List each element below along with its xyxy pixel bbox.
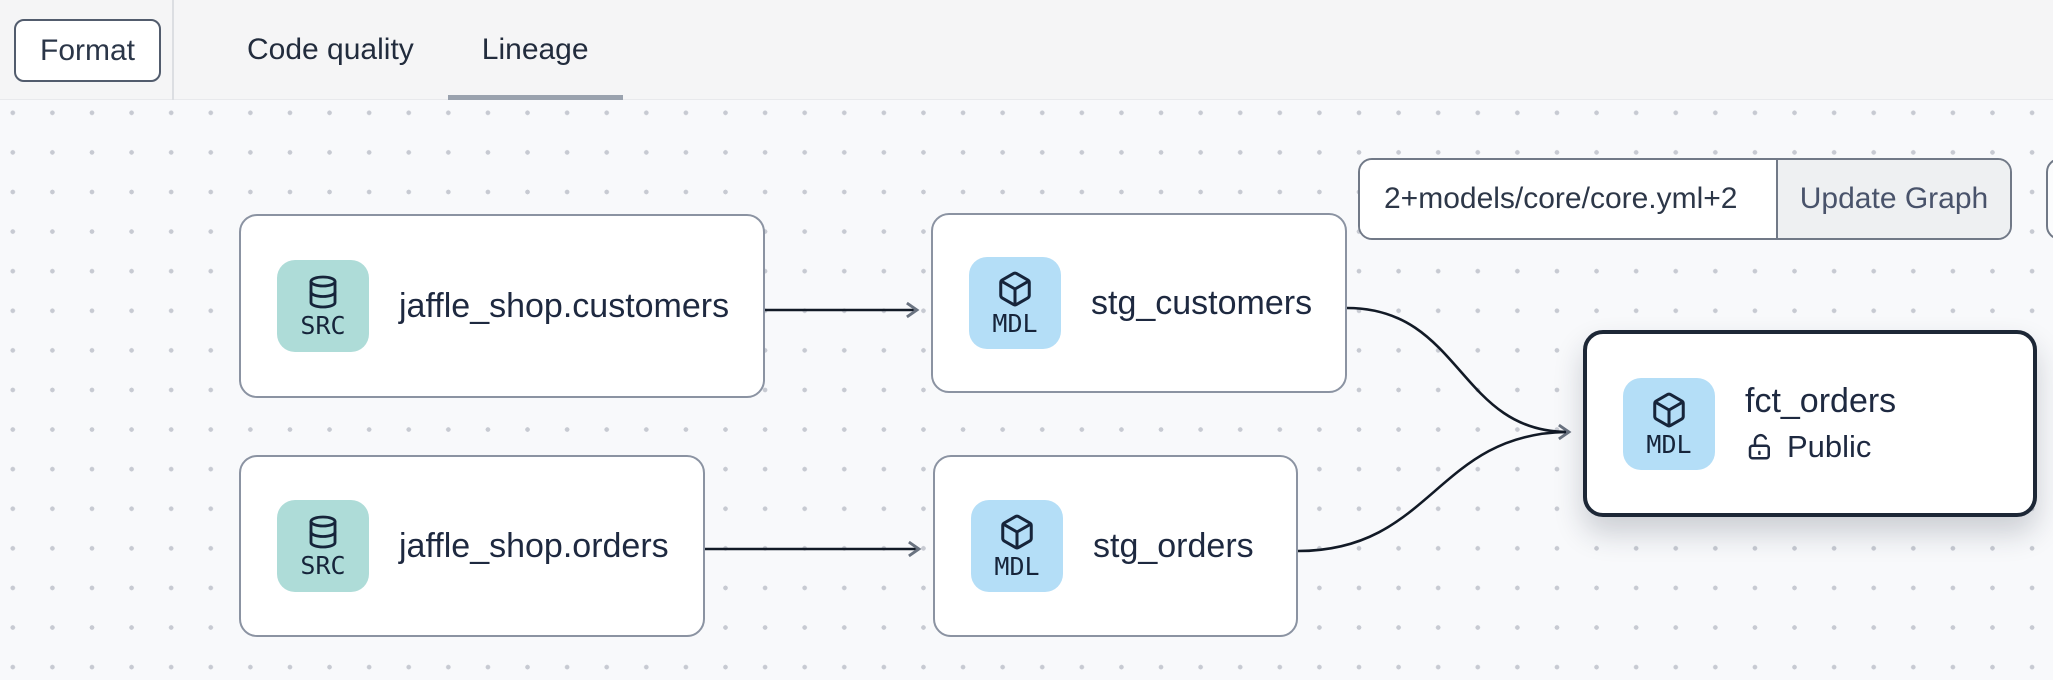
badge-label: MDL xyxy=(992,309,1038,338)
graph-selector-group: Update Graph xyxy=(1358,158,2012,240)
package-icon xyxy=(996,270,1034,308)
database-icon xyxy=(305,514,341,550)
clipped-right-button[interactable] xyxy=(2046,158,2053,240)
node-name: fct_orders xyxy=(1745,382,1897,420)
update-graph-button[interactable]: Update Graph xyxy=(1776,160,2010,238)
model-badge: MDL xyxy=(1623,377,1715,470)
node-stg-orders[interactable]: MDL stg_orders xyxy=(933,455,1298,637)
node-name: jaffle_shop.customers xyxy=(399,286,730,325)
source-badge: SRC xyxy=(277,260,369,352)
node-fct-orders[interactable]: MDL fct_orders Public xyxy=(1583,330,2037,517)
node-name: jaffle_shop.orders xyxy=(399,526,669,565)
model-badge: MDL xyxy=(969,257,1061,349)
access-row: Public xyxy=(1745,429,1896,465)
format-button[interactable]: Format xyxy=(14,19,162,82)
node-jaffle-shop-orders[interactable]: SRC jaffle_shop.orders xyxy=(239,455,705,637)
model-badge: MDL xyxy=(971,500,1063,592)
node-jaffle-shop-customers[interactable]: SRC jaffle_shop.customers xyxy=(239,214,765,398)
access-label: Public xyxy=(1787,429,1872,464)
package-icon xyxy=(998,513,1036,551)
node-stg-customers[interactable]: MDL stg_customers xyxy=(931,213,1347,393)
toolbar: Format Code quality Lineage xyxy=(0,0,2053,100)
tab-code-quality[interactable]: Code quality xyxy=(247,33,414,66)
badge-label: MDL xyxy=(1646,429,1692,459)
badge-label: SRC xyxy=(300,551,346,580)
tab-lineage[interactable]: Lineage xyxy=(447,0,623,100)
badge-label: MDL xyxy=(994,552,1040,581)
badge-label: SRC xyxy=(300,311,346,340)
lock-open-icon xyxy=(1745,432,1775,462)
node-text: fct_orders Public xyxy=(1745,382,1896,465)
package-icon xyxy=(1650,391,1688,429)
toolbar-divider xyxy=(172,0,174,100)
source-badge: SRC xyxy=(277,500,369,592)
selector-input[interactable] xyxy=(1360,160,1776,238)
node-name: stg_orders xyxy=(1093,526,1254,565)
node-name: stg_customers xyxy=(1091,283,1313,322)
database-icon xyxy=(305,274,341,310)
tab-bar: Code quality Lineage xyxy=(213,0,623,100)
